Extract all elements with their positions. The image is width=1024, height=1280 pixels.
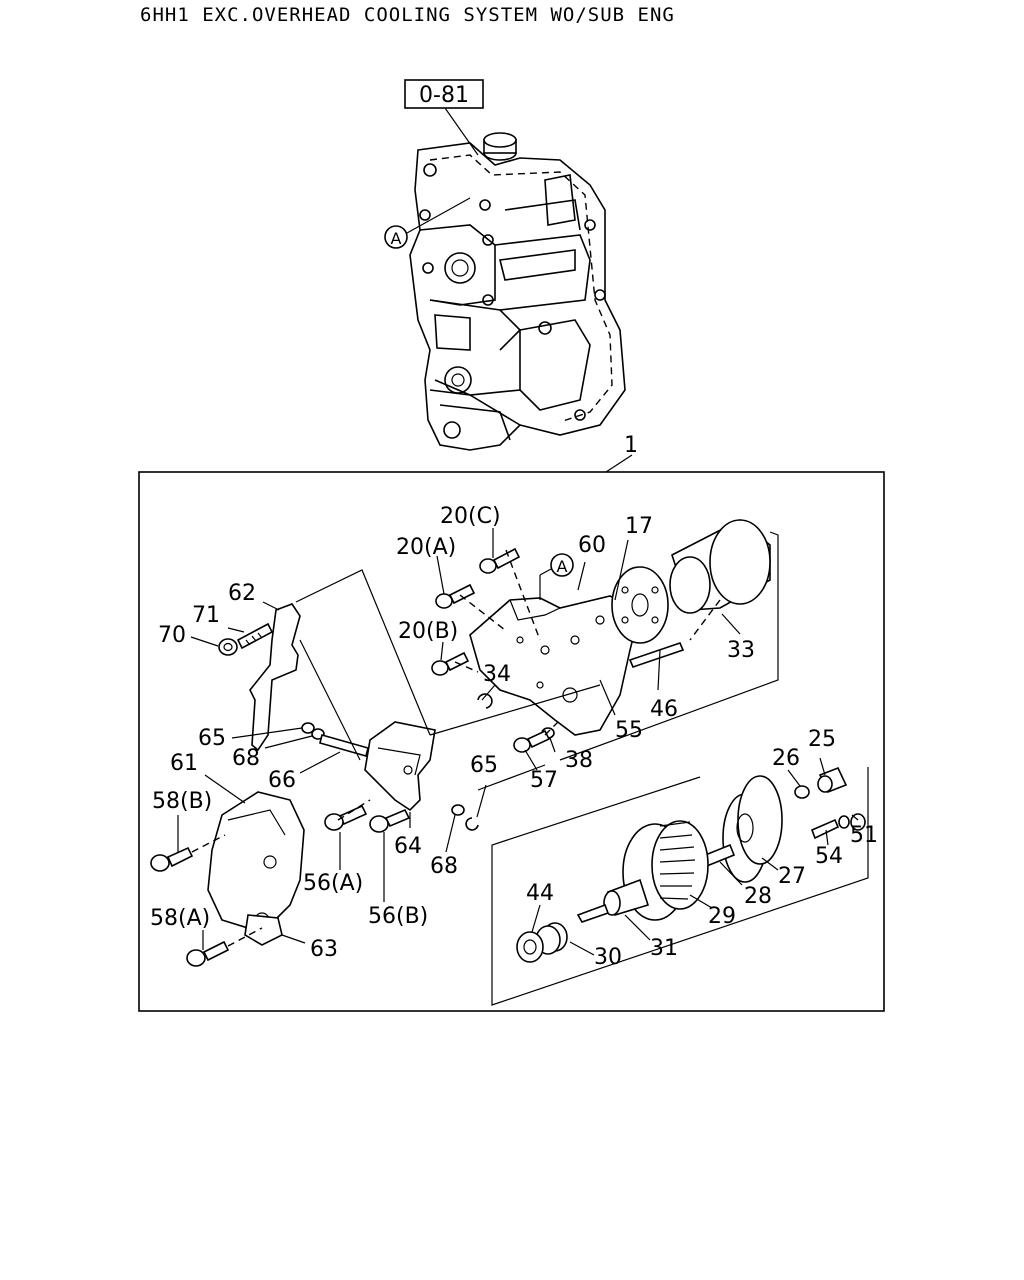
callout-28: 28 xyxy=(744,884,772,909)
callout-68-left: 68 xyxy=(232,746,260,771)
callout-20a: 20(A) xyxy=(396,535,456,560)
callout-46: 46 xyxy=(650,697,678,722)
callout-51: 51 xyxy=(850,823,878,848)
reference-circle-a-assembly[interactable] xyxy=(550,553,574,577)
callout-61: 61 xyxy=(170,751,198,776)
callout-20b: 20(B) xyxy=(398,619,458,644)
reference-circle-a-label: A xyxy=(391,229,402,248)
callout-44: 44 xyxy=(526,881,554,906)
callout-34: 34 xyxy=(483,662,511,687)
callout-55: 55 xyxy=(615,718,643,743)
callout-68-right: 68 xyxy=(430,854,458,879)
assembly-parts: A xyxy=(150,519,869,1006)
callout-58a: 58(A) xyxy=(150,906,210,931)
callout-1: 1 xyxy=(624,433,638,458)
callout-63: 63 xyxy=(310,937,338,962)
callout-17: 17 xyxy=(625,514,653,539)
callout-29: 29 xyxy=(708,904,736,929)
callout-30: 30 xyxy=(594,945,622,970)
callout-20c: 20(C) xyxy=(440,504,501,529)
callout-labels: 1 17 20(C) 20(A) 20(B) 60 33 34 46 55 38… xyxy=(150,433,878,970)
callout-31: 31 xyxy=(650,936,678,961)
callout-58b: 58(B) xyxy=(152,789,212,814)
callout-54: 54 xyxy=(815,844,843,869)
page-title: 6HH1 EXC.OVERHEAD COOLING SYSTEM WO/SUB … xyxy=(140,4,675,26)
callout-64: 64 xyxy=(394,834,422,859)
callout-65-left: 65 xyxy=(198,726,226,751)
reference-circle-a[interactable] xyxy=(384,225,408,249)
callout-33: 33 xyxy=(727,638,755,663)
callout-65-right: 65 xyxy=(470,753,498,778)
callout-38: 38 xyxy=(565,748,593,773)
callout-56b: 56(B) xyxy=(368,904,428,929)
callout-60: 60 xyxy=(578,533,606,558)
callout-62: 62 xyxy=(228,581,256,606)
callout-66: 66 xyxy=(268,768,296,793)
callout-27: 27 xyxy=(778,864,806,889)
callout-25: 25 xyxy=(808,727,836,752)
assembly-frame xyxy=(138,471,885,1012)
callout-56a: 56(A) xyxy=(303,871,363,896)
reference-box[interactable] xyxy=(404,79,484,109)
callout-leaders xyxy=(177,528,859,956)
pump-housing-drawing: 0-81 A xyxy=(384,79,626,451)
callout-71: 71 xyxy=(192,603,220,628)
callout-70: 70 xyxy=(158,623,186,648)
callout-57: 57 xyxy=(530,768,558,793)
reference-box-label: 0-81 xyxy=(419,83,469,108)
callout-26: 26 xyxy=(772,746,800,771)
reference-circle-a-assembly-label: A xyxy=(557,557,568,576)
